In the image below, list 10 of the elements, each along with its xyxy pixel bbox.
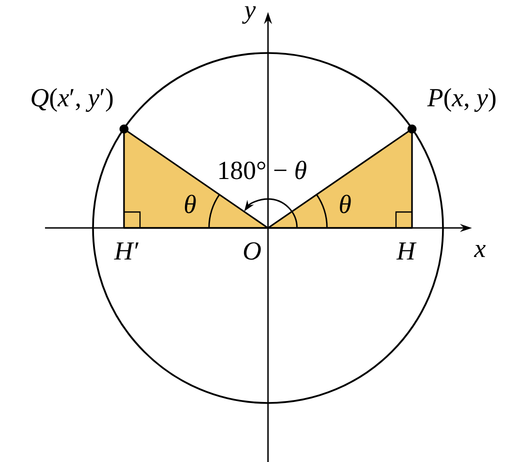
- angle-label: θ: [184, 194, 196, 214]
- point-label: P(x, y): [427, 88, 496, 112]
- angle-label: 180° − θ: [219, 160, 306, 180]
- point-label: H′: [114, 242, 139, 260]
- point-label: O: [244, 242, 261, 260]
- angle-label: θ: [340, 194, 351, 214]
- axis-label: y: [242, 6, 256, 24]
- point-label: H: [396, 242, 417, 260]
- point-label: Q(x′, y′): [32, 88, 113, 112]
- axis-label: x: [474, 245, 486, 257]
